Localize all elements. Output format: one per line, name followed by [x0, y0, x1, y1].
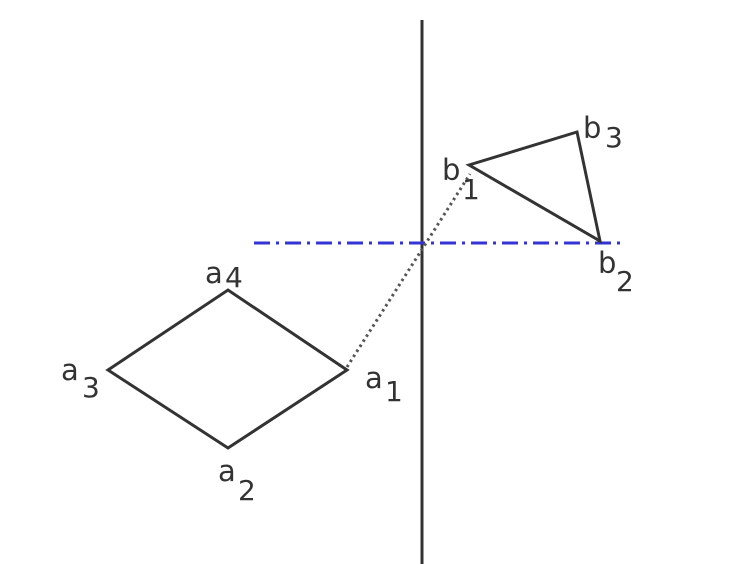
- vertex-label-a3: a 3: [61, 353, 100, 404]
- vertex-label-b2: b 2: [598, 246, 634, 298]
- vertex-index: 4: [225, 261, 243, 294]
- vertex-index: 1: [462, 173, 480, 206]
- dotted-connector-a1-b1: [345, 173, 472, 368]
- vertex-index: 3: [605, 121, 623, 154]
- vertex-letter: a: [61, 353, 79, 387]
- triangle-b: [465, 130, 603, 244]
- vertex-letter: b: [442, 153, 460, 187]
- rhombus-a: [105, 288, 350, 450]
- vertex-letter: b: [598, 246, 616, 280]
- vertex-index: 2: [616, 265, 634, 298]
- vertex-label-a2: a 2: [218, 454, 256, 507]
- vertex-index: 1: [385, 375, 403, 408]
- vertex-letter: a: [365, 361, 383, 395]
- vertex-label-a4: a 4: [205, 256, 243, 294]
- vertex-label-b1: b 1: [442, 153, 480, 206]
- vertex-label-b3: b 3: [583, 111, 623, 154]
- vertex-letter: b: [583, 111, 601, 145]
- vertex-index: 2: [238, 474, 256, 507]
- vertex-letter: a: [205, 256, 223, 290]
- vertex-index: 3: [82, 371, 100, 404]
- vertex-label-a1: a 1: [365, 361, 403, 408]
- vertex-letter: a: [218, 454, 236, 488]
